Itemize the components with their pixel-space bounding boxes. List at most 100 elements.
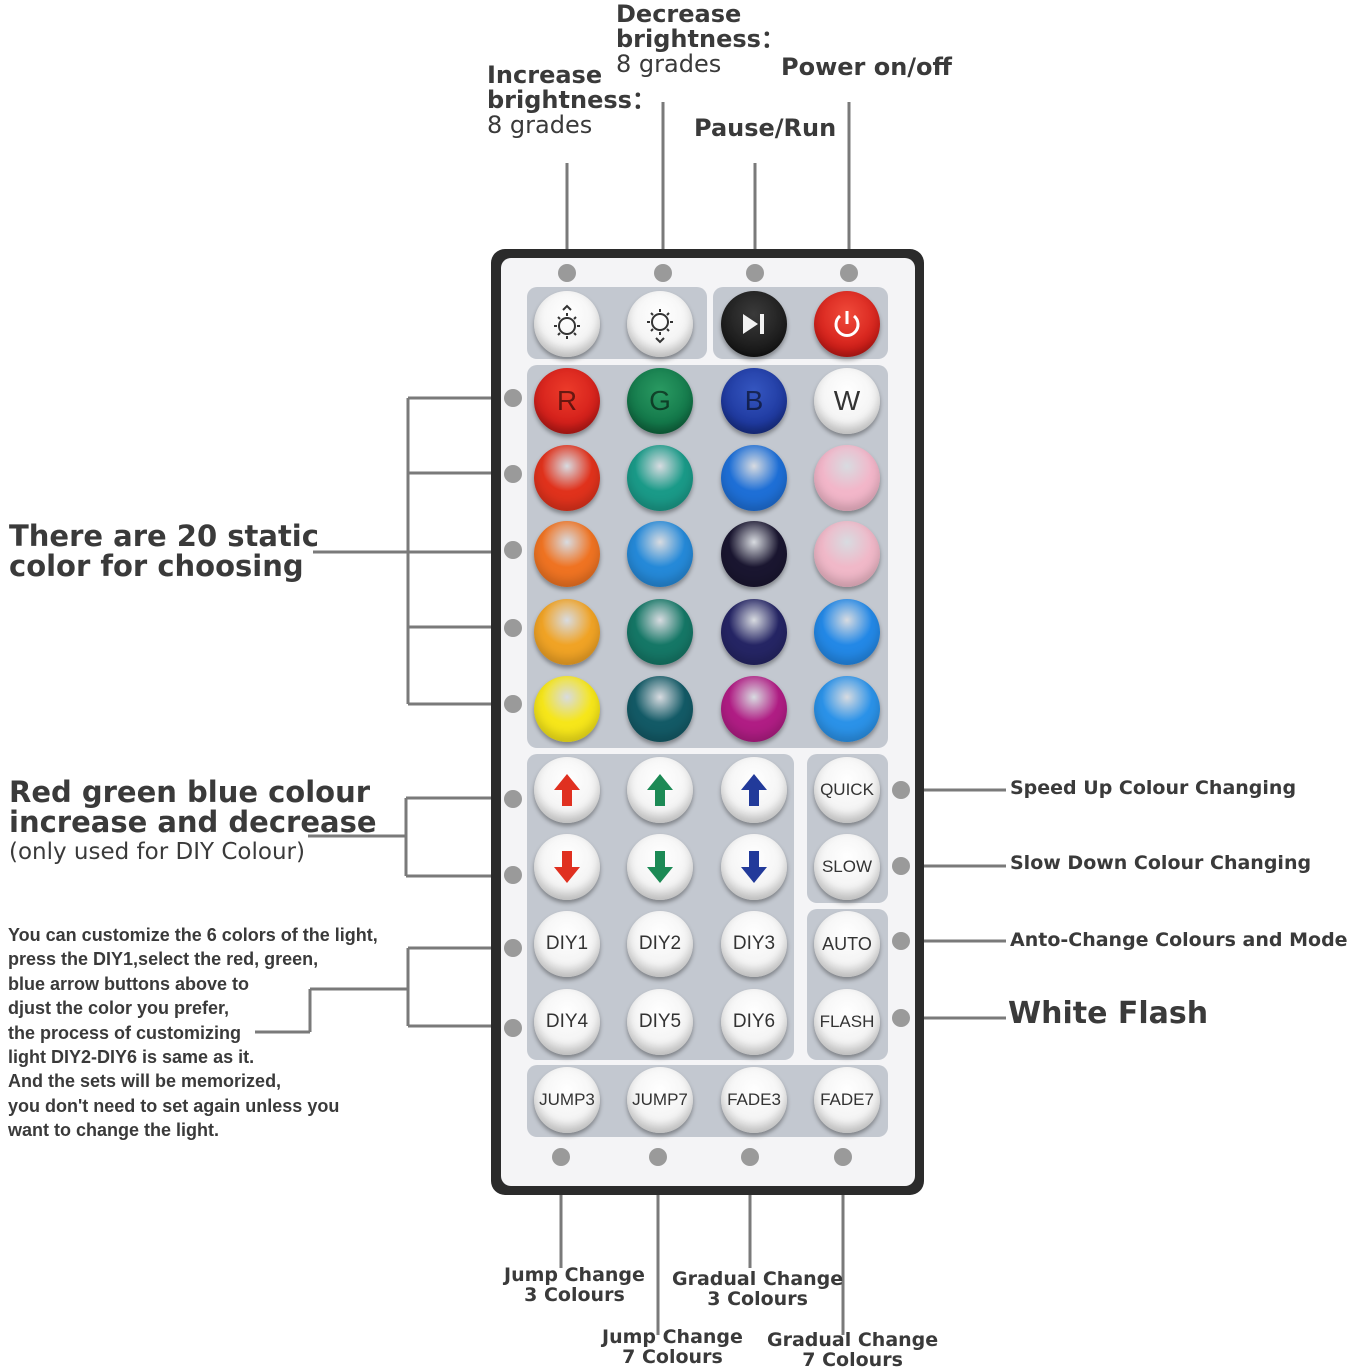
color-button-row3-3[interactable] xyxy=(721,521,787,587)
color-button-row4-3[interactable] xyxy=(721,599,787,665)
red-down-button[interactable] xyxy=(534,834,600,900)
diy6-button[interactable]: DIY6 xyxy=(721,989,787,1055)
jump7-label: JUMP7 xyxy=(632,1090,688,1109)
color-button-row3-1[interactable] xyxy=(534,521,600,587)
decrease-title-2: brightness： xyxy=(616,25,785,54)
jump3-desc-1: Jump Change xyxy=(504,1264,645,1286)
red-up-button[interactable] xyxy=(534,757,600,823)
color-button-row5-3[interactable] xyxy=(721,676,787,742)
pause-run-label: Pause/Run xyxy=(694,114,837,142)
sun-up-icon xyxy=(554,304,580,339)
power-button[interactable] xyxy=(814,291,880,357)
arrow-up-icon xyxy=(741,774,767,806)
fade3-desc-2: 3 Colours xyxy=(707,1287,808,1310)
indicator-dot xyxy=(504,1019,522,1037)
indicator-dot xyxy=(504,866,522,884)
blue-up-button[interactable] xyxy=(721,757,787,823)
pause-run-button[interactable] xyxy=(721,291,787,357)
diy3-button[interactable]: DIY3 xyxy=(721,911,787,977)
slow-button[interactable]: SLOW xyxy=(814,834,880,900)
arrow-up-icon xyxy=(554,774,580,806)
diy-instructions: You can customize the 6 colors of the li… xyxy=(8,923,378,1143)
fade3-desc: Gradual Change 3 Colours xyxy=(672,1268,844,1310)
jump7-desc: Jump Change 7 Colours xyxy=(602,1327,743,1368)
color-button-row5-1[interactable] xyxy=(534,676,600,742)
indicator-dot xyxy=(504,939,522,957)
color-button-row3-2[interactable] xyxy=(627,521,693,587)
fade7-button[interactable]: FADE7 xyxy=(814,1067,880,1133)
diy6-label: DIY6 xyxy=(732,1011,776,1032)
diy-line: light DIY2-DIY6 is same as it. xyxy=(8,1047,255,1068)
slow-desc: Slow Down Colour Changing xyxy=(1010,852,1312,874)
quick-label: QUICK xyxy=(820,780,874,799)
color-button-row2-3[interactable] xyxy=(721,445,787,511)
color-button-row2-4[interactable] xyxy=(814,445,880,511)
color-button-row5-4[interactable] xyxy=(814,676,880,742)
indicator-dot xyxy=(892,1009,910,1027)
green-down-button[interactable] xyxy=(627,834,693,900)
jump7-button[interactable]: JUMP7 xyxy=(627,1067,693,1133)
color-button-row5-2[interactable] xyxy=(627,676,693,742)
diy5-button[interactable]: DIY5 xyxy=(627,989,693,1055)
color-button-row2-1[interactable] xyxy=(534,445,600,511)
color-button-row4-1[interactable] xyxy=(534,599,600,665)
decrease-sub: 8 grades xyxy=(616,50,722,79)
diy-line: djust the color you prefer, xyxy=(8,998,230,1019)
blue-down-button[interactable] xyxy=(721,834,787,900)
diy2-button[interactable]: DIY2 xyxy=(627,911,693,977)
indicator-dot xyxy=(892,857,910,875)
diy4-label: DIY4 xyxy=(545,1011,589,1032)
jump3-button[interactable]: JUMP3 xyxy=(534,1067,600,1133)
static-colors-label: There are 20 static color for choosing xyxy=(9,521,319,582)
green-button[interactable]: G xyxy=(627,368,693,434)
indicator-dot xyxy=(892,932,910,950)
power-label: Power on/off xyxy=(781,53,952,81)
jump3-label: JUMP3 xyxy=(539,1090,595,1109)
indicator-dot xyxy=(834,1148,852,1166)
indicator-dot xyxy=(504,695,522,713)
diy-line: And the sets will be memorized, xyxy=(8,1071,282,1092)
blue-button[interactable]: B xyxy=(721,368,787,434)
green-button-label: G xyxy=(649,385,671,416)
diy1-button[interactable]: DIY1 xyxy=(534,911,600,977)
decrease-title: Decrease xyxy=(616,0,742,28)
fade3-desc-1: Gradual Change xyxy=(672,1268,844,1290)
diy-line: press the DIY1,select the red, green, xyxy=(8,949,319,970)
fade7-desc-1: Gradual Change xyxy=(767,1329,939,1351)
auto-button[interactable]: AUTO xyxy=(814,911,880,977)
increase-brightness-label: Increase brightness： 8 grades xyxy=(487,61,656,140)
decrease-brightness-button[interactable] xyxy=(627,291,693,357)
green-up-button[interactable] xyxy=(627,757,693,823)
white-button[interactable]: W xyxy=(814,368,880,434)
increase-sub: 8 grades xyxy=(487,111,593,140)
increase-title: Increase xyxy=(487,61,603,89)
red-button[interactable]: R xyxy=(534,368,600,434)
arrow-down-icon xyxy=(741,851,767,883)
diy-line: You can customize the 6 colors of the li… xyxy=(8,925,378,945)
indicator-dot xyxy=(741,1148,759,1166)
quick-button[interactable]: QUICK xyxy=(814,757,880,823)
play-pause-icon xyxy=(743,314,764,334)
flash-button[interactable]: FLASH xyxy=(814,989,880,1055)
fade3-button[interactable]: FADE3 xyxy=(721,1067,787,1133)
fade7-desc-2: 7 Colours xyxy=(802,1348,903,1371)
diy-line: you don't need to set again unless you xyxy=(8,1095,340,1116)
diy4-button[interactable]: DIY4 xyxy=(534,989,600,1055)
color-button-row3-4[interactable] xyxy=(814,521,880,587)
diy-line: blue arrow buttons above to xyxy=(8,973,250,994)
auto-desc: Anto-Change Colours and Modes xyxy=(1010,929,1348,951)
color-button-row4-4[interactable] xyxy=(814,599,880,665)
diy3-label: DIY3 xyxy=(732,933,776,954)
flash-desc: White Flash xyxy=(1008,996,1209,1031)
decrease-brightness-label: Decrease brightness： 8 grades xyxy=(616,0,785,79)
static-line-2: color for choosing xyxy=(9,549,304,584)
indicator-dot xyxy=(504,619,522,637)
power-icon xyxy=(834,311,860,337)
diy-line: want to change the light. xyxy=(8,1120,219,1141)
color-button-row4-2[interactable] xyxy=(627,599,693,665)
color-button-row2-2[interactable] xyxy=(627,445,693,511)
rgb-line-3: (only used for DIY Colour) xyxy=(9,838,305,865)
fade7-desc: Gradual Change 7 Colours xyxy=(767,1329,939,1371)
increase-brightness-button[interactable] xyxy=(534,291,600,357)
indicator-dot xyxy=(654,264,672,282)
